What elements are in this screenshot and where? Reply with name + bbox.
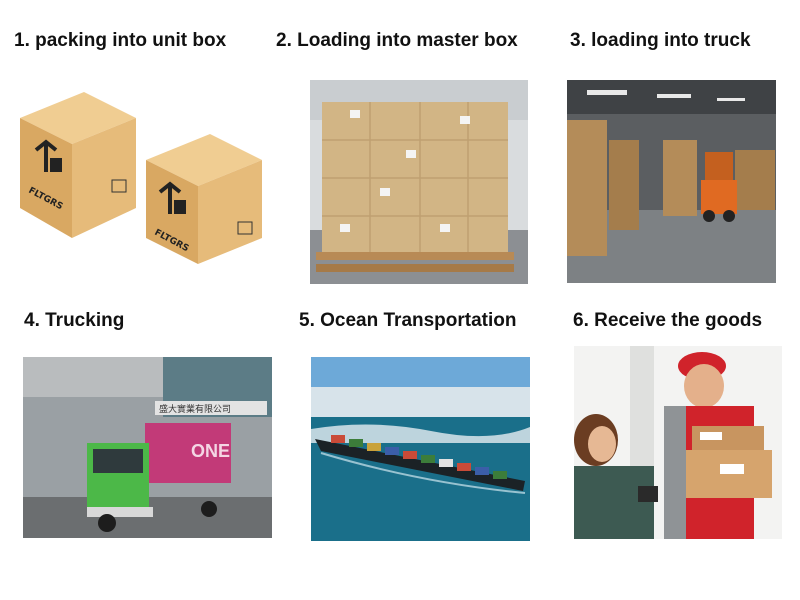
step-1-image: FLTGRS FLTGRS	[14, 88, 268, 264]
container-logo: ONE	[191, 441, 230, 461]
step-4-title: 4. Trucking	[24, 310, 125, 331]
warehouse-forklift-image	[567, 80, 776, 283]
step-1-title: 1. packing into unit box	[14, 30, 227, 51]
step-6-image	[574, 346, 782, 539]
container-truck-image: 盛大實業有限公司 ONE	[23, 357, 272, 538]
container-ship-image	[311, 357, 530, 541]
step-2-title: 2. Loading into master box	[276, 30, 518, 51]
step-6-title: 6. Receive the goods	[573, 310, 763, 331]
step-3-title: 3. loading into truck	[570, 30, 751, 51]
delivery-handover-image	[574, 346, 782, 539]
cardboard-boxes-image: FLTGRS FLTGRS	[14, 88, 268, 264]
building-sign: 盛大實業有限公司	[159, 403, 231, 415]
step-5-image	[311, 357, 530, 541]
step-2-image	[310, 80, 528, 284]
step-3-image	[567, 80, 776, 283]
wrapped-pallet-image	[310, 80, 528, 284]
step-4-image: 盛大實業有限公司 ONE	[23, 357, 272, 538]
step-5-title: 5. Ocean Transportation	[299, 310, 517, 331]
